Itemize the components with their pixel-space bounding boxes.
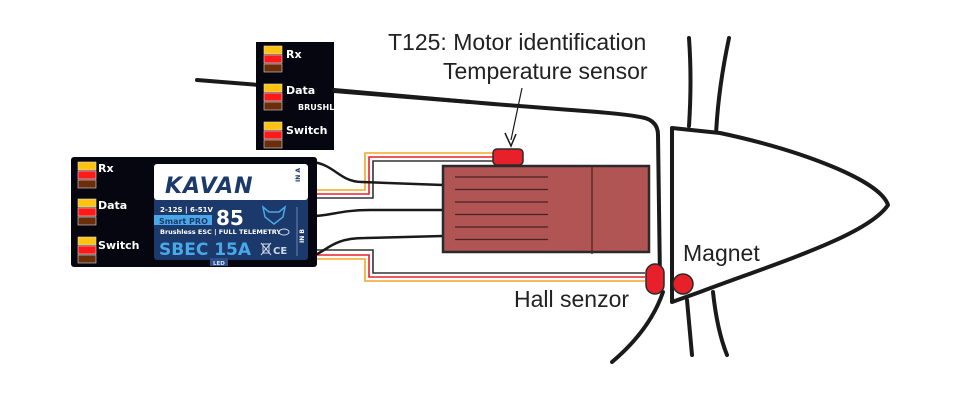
esc-connector-pin-2-0	[77, 236, 97, 246]
esc-connector-pin-2-2	[77, 254, 97, 264]
esc-connector-pin-2-1	[77, 245, 97, 255]
receiver-back-connector-pin-1-2	[263, 101, 283, 111]
receiver-back-connector-pin-1-0	[263, 83, 283, 93]
esc-port-data: Data	[98, 199, 127, 212]
voltage-spec: 2-12S | 6-51V	[160, 206, 214, 215]
motor-identification-label: T125: Motor identification	[388, 29, 646, 55]
sbec-rating: SBEC 15A	[159, 240, 252, 260]
esc-description: Brushless ESC | FULL TELEMETRY	[160, 228, 281, 237]
propeller-blade-lower-left	[685, 298, 694, 357]
receiver-back-port-rx: Rx	[286, 48, 302, 61]
esc-connector-pin-0-2	[77, 179, 97, 189]
hall-sensor-wire-bundle	[317, 249, 645, 282]
motor-phase-wires	[311, 160, 445, 258]
magnet	[672, 273, 694, 295]
hall-sensor	[645, 263, 665, 295]
temperature-sensor-label: Temperature sensor	[443, 58, 648, 84]
series-label: Smart PRO	[159, 217, 208, 226]
temperature-sensor	[492, 148, 524, 166]
fuselage-bottom-line	[610, 290, 665, 364]
fox-emblem-icon	[261, 205, 287, 225]
fuselage-line-over-receiver	[332, 88, 472, 104]
temp-sensor-wire-bundle	[317, 152, 500, 199]
hall-sensor-label: Hall senzor	[514, 286, 629, 312]
esc-connector-pin-0-1	[77, 170, 97, 180]
receiver-back-port-switch: Switch	[286, 124, 327, 137]
amps-rating: 85	[216, 206, 244, 230]
esc-module: Rx Data Switch KAVAN IN A 2-12S | 6-51V …	[71, 157, 317, 267]
motor-body	[441, 164, 651, 254]
esc-connector-pin-1-1	[77, 207, 97, 217]
magnet-label: Magnet	[683, 240, 760, 266]
receiver-back-connector-pin-0-1	[263, 54, 283, 64]
receiver-back-connector-pin-2-0	[263, 121, 283, 131]
esc-port-rx: Rx	[98, 162, 114, 175]
in-a-label: IN A	[295, 168, 302, 182]
temperature-sensor-arrow	[504, 87, 523, 148]
in-b-label: IN B	[299, 229, 306, 243]
receiver-back-port-data: Data	[286, 84, 315, 97]
weee-bin-icon	[260, 242, 272, 256]
receiver-back-connector-pin-0-0	[263, 45, 283, 55]
esc-port-switch: Switch	[98, 239, 139, 252]
receiver-back: Rx Data BRUSHLE Switch	[256, 42, 340, 150]
motor-icon	[278, 228, 290, 236]
ce-mark-icon: CE	[273, 246, 287, 257]
receiver-back-connector-pin-0-2	[263, 63, 283, 73]
propeller-blade-lower-right	[711, 290, 729, 357]
esc-connector-pin-1-2	[77, 216, 97, 226]
receiver-back-brand-text: BRUSHLE	[298, 103, 340, 112]
esc-connector-pin-0-0	[77, 161, 97, 171]
propeller-blade-upper-right	[714, 36, 731, 137]
esc-connector-pin-1-0	[77, 198, 97, 208]
led-label: LED	[213, 261, 225, 267]
receiver-back-connector-pin-1-1	[263, 92, 283, 102]
propeller-blade-upper-left	[687, 36, 693, 128]
kavan-logo: KAVAN	[165, 174, 254, 199]
receiver-back-connector-pin-2-2	[263, 139, 283, 149]
spinner-cone	[670, 126, 890, 304]
receiver-back-connector-pin-2-1	[263, 130, 283, 140]
